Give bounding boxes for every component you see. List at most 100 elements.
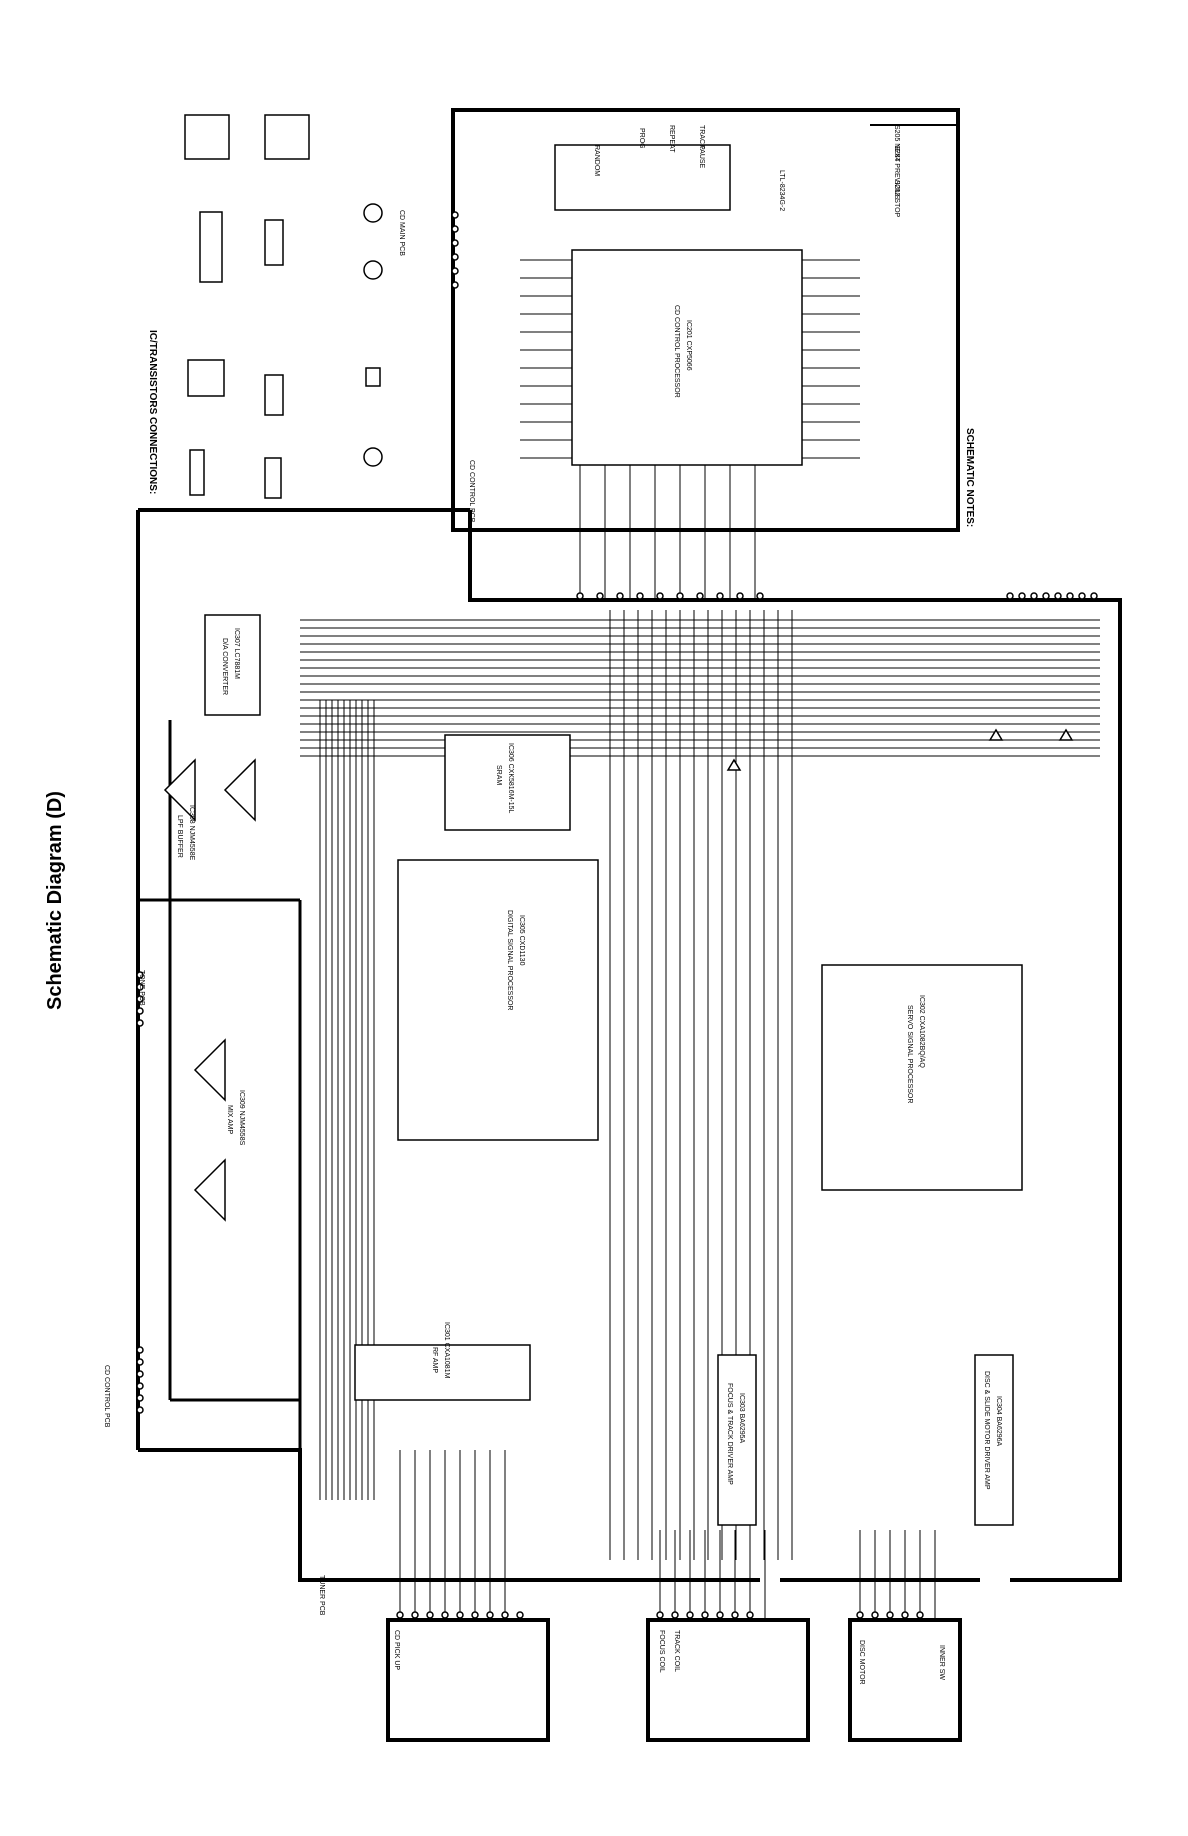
- display-label: LTL-8234G-2: [778, 170, 785, 211]
- ic301-ref: IC301 CXA1081M: [443, 1322, 450, 1379]
- ic-package-ic309: [264, 219, 284, 266]
- schematic-notes-heading: SCHEMATIC NOTES:: [964, 428, 975, 527]
- cd-control-pcb-label: CD CONTROL PCB: [468, 460, 475, 523]
- disc-motor-box: [848, 1618, 962, 1742]
- connector-pin: [696, 592, 704, 600]
- ic309-function: MIX AMP: [226, 1105, 233, 1135]
- ic302-ref: IC302 CXA1082BQ/AQ: [918, 995, 925, 1068]
- connector-pin: [1006, 592, 1014, 600]
- connector-pin: [136, 971, 144, 979]
- ic306-function: SRAM: [495, 765, 502, 785]
- ic309-ref: IC309 NJM4558S: [238, 1090, 245, 1146]
- connector-pin: [756, 592, 764, 600]
- connector-pin: [396, 1611, 404, 1619]
- ic201-ref: IC201 CXP5066: [685, 320, 692, 371]
- connector-pin: [1066, 592, 1074, 600]
- critical-component-icon: [726, 728, 1074, 771]
- connector-pin: [411, 1611, 419, 1619]
- wire-bus: [140, 259, 1100, 1620]
- connector-pin: [616, 592, 624, 600]
- connector-pin: [636, 592, 644, 600]
- display-word-track: TRACK: [698, 125, 705, 149]
- connector-pin: [1030, 592, 1038, 600]
- cd-pickup-box: [386, 1618, 550, 1742]
- connector-pin: [451, 253, 459, 261]
- display-module: [554, 144, 731, 211]
- ic306-ref: IC306 CXK5816M-15L: [507, 743, 514, 814]
- ic305-ref: IC305 CXD1130: [518, 915, 525, 966]
- connector-pin: [136, 1019, 144, 1027]
- ic-package-ic301: [264, 457, 282, 499]
- connector-pin: [746, 1611, 754, 1619]
- ic308-ref: IC308 NJM4558E: [188, 805, 195, 861]
- ic-package-ic302: [187, 359, 225, 397]
- ic303-function: FOCUS & TRACK DRIVER AMP: [726, 1383, 733, 1485]
- connector-pin: [731, 1611, 739, 1619]
- ic308-amp-a: [163, 758, 196, 822]
- ic303-body: [717, 1354, 757, 1526]
- connector-pin: [441, 1611, 449, 1619]
- connector-pin: [736, 592, 744, 600]
- connector-pin: [716, 592, 724, 600]
- switch-s204-label: S204 PREVIOUS: [893, 145, 900, 200]
- focus-track-coil-box: [646, 1618, 810, 1742]
- connector-pin: [451, 211, 459, 219]
- connector-pin: [1054, 592, 1062, 600]
- ic306-body: [444, 734, 571, 831]
- connector-pin: [656, 592, 664, 600]
- ic201-body: [571, 249, 803, 466]
- connector-pin: [1090, 592, 1098, 600]
- connector-pin: [701, 1611, 709, 1619]
- display-word-repeat: REPEAT: [668, 125, 675, 153]
- connector-pin: [676, 592, 684, 600]
- display-word-prog: PROG: [638, 128, 645, 149]
- tuner-pcb-label: TUNER PCB: [318, 1575, 325, 1616]
- cd-control-pcb-side-label: CD CONTROL PCB: [103, 1365, 110, 1428]
- ic304-body: [974, 1354, 1014, 1526]
- tone-pcb-label: TONE PCB: [138, 970, 145, 1006]
- connector-pin: [456, 1611, 464, 1619]
- ic302-body: [821, 964, 1023, 1191]
- display-word-random: RANDOM: [593, 145, 600, 176]
- ic307-ref: IC307 LC7881M: [233, 628, 240, 679]
- ic304-function: DISC & SLIDE MOTOR DRIVER AMP: [983, 1371, 990, 1490]
- inner-sw-label: INNER SW: [938, 1645, 945, 1680]
- ic-package-ic306: [189, 449, 205, 496]
- ic308-function: LPF BUFFER: [176, 815, 183, 858]
- cd-pickup-label: CD PICK UP: [393, 1630, 400, 1670]
- switch-panel-line: [870, 124, 959, 170]
- connector-pin: [451, 239, 459, 247]
- ic301-function: RF AMP: [431, 1347, 438, 1373]
- disc-motor-label: DISC MOTOR: [858, 1640, 865, 1685]
- ic307-body: [204, 614, 261, 716]
- connector-pin: [1042, 592, 1050, 600]
- ic303-ref: IC303 BA6295A: [738, 1393, 745, 1444]
- connector-pin: [136, 1394, 144, 1402]
- cd-main-pcb-label: CD MAIN PCB: [398, 210, 405, 256]
- connector-pin: [516, 1611, 524, 1619]
- connector-pin: [671, 1611, 679, 1619]
- ic302-function: SERVO SIGNAL PROCESSOR: [906, 1005, 913, 1103]
- ic-package-ic307: [264, 374, 284, 416]
- connector-pin: [1078, 592, 1086, 600]
- ic-package-ic305: [184, 114, 230, 160]
- connector-pin: [136, 995, 144, 1003]
- ic309-amp-b: [193, 1158, 226, 1222]
- switch-s203-label: S203 STOP: [893, 180, 900, 218]
- ic308-amp-b: [223, 758, 256, 822]
- connector-pins: [136, 211, 1098, 1619]
- connector-pin: [656, 1611, 664, 1619]
- ic304-ref: IC304 BA6296A: [995, 1396, 1002, 1447]
- ic301-body: [354, 1344, 531, 1401]
- connector-pin: [426, 1611, 434, 1619]
- connector-pin: [486, 1611, 494, 1619]
- connector-pin: [1018, 592, 1026, 600]
- connector-pin: [136, 1346, 144, 1354]
- connector-pin: [576, 592, 584, 600]
- connector-pin: [686, 1611, 694, 1619]
- ic307-function: D/A CONVERTER: [221, 638, 228, 695]
- connector-pin: [901, 1611, 909, 1619]
- main-board-outline: [136, 508, 1122, 1582]
